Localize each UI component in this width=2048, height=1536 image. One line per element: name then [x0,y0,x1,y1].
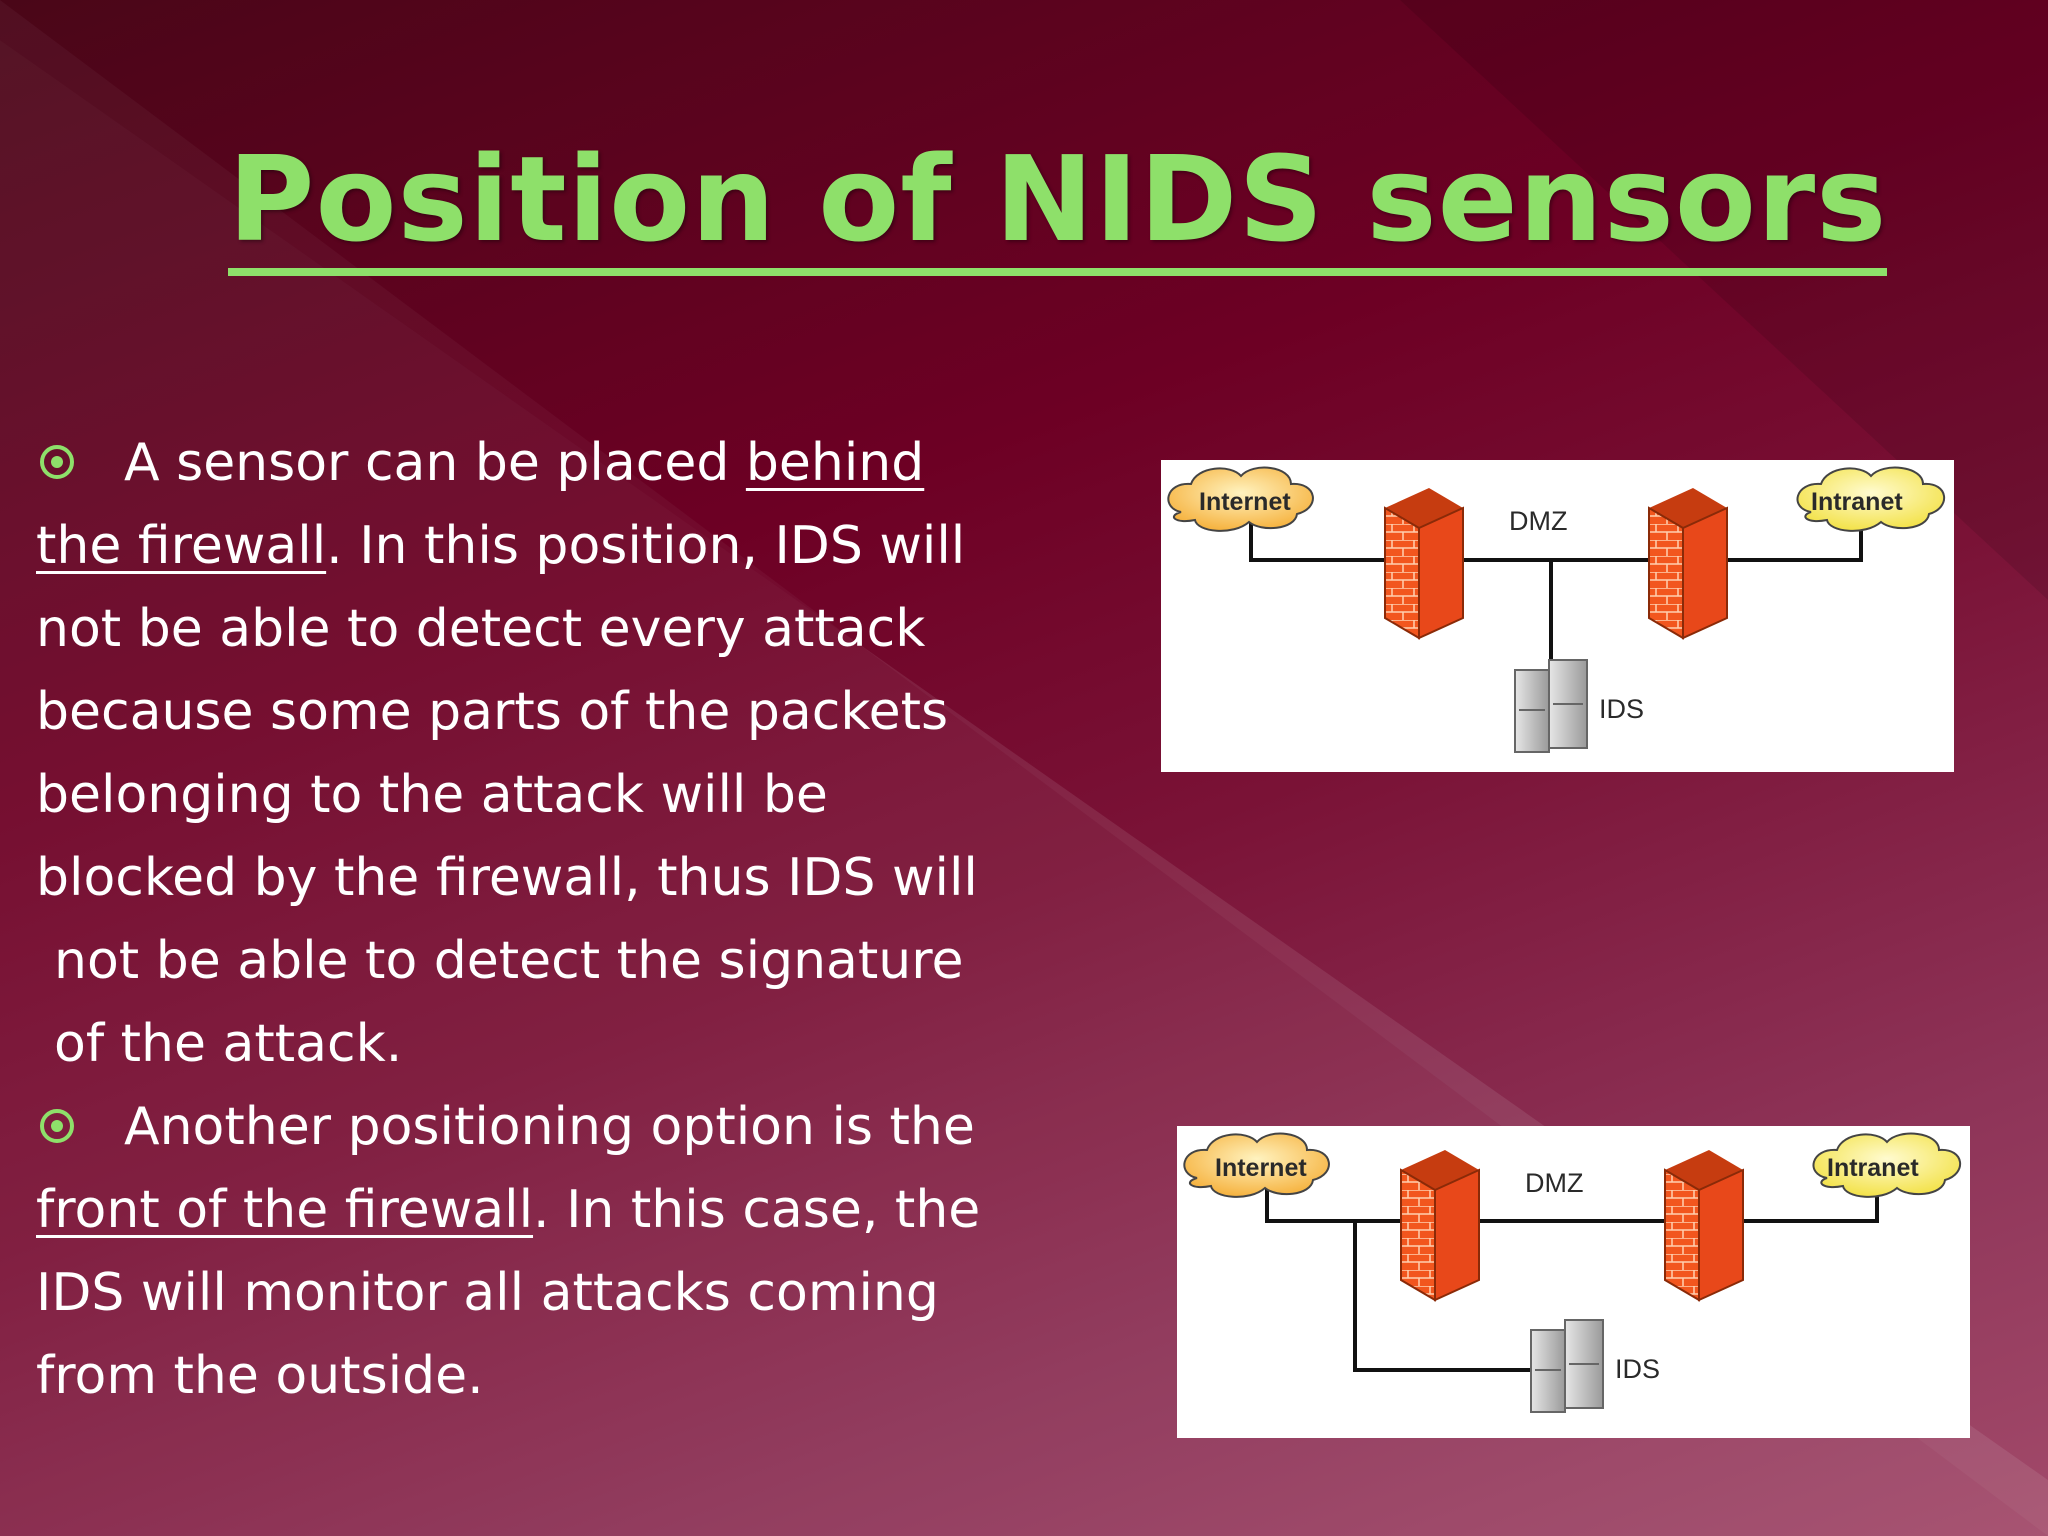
diagram-2-dmz-label: DMZ [1525,1168,1583,1198]
bullet-1-underline-firewall: the firewall [36,516,327,576]
bullet-1-line-3: not be able to detect every attack [36,599,926,659]
bullet-1-underline-behind: behind [745,433,925,493]
bullet-1-line-1: A sensor can be placed [124,433,746,493]
diagram-1-dmz-label: DMZ [1509,506,1567,536]
diagram-2-ids-label: IDS [1615,1354,1660,1384]
bullet-1-line-5: belonging to the attack will be [36,765,828,825]
internet-cloud-icon [1167,466,1314,532]
bullet-1-line-6: blocked by the firewall, thus IDS will [36,848,978,908]
bullet-2-line-4: from the outside. [36,1346,484,1406]
firewall-left-icon [1384,488,1464,640]
bullet-2-line-2: . In this case, the [533,1180,981,1240]
bullet-1-text: A sensor can be placed behind the firewa… [36,422,1161,1418]
diagram-ids-behind-firewall: Internet Intranet DMZ IDS [1161,460,1954,772]
bullet-1-line-2: . In this position, IDS will [326,516,966,576]
diagram-1-ids-label: IDS [1599,694,1644,724]
diagram-1-internet-label: Internet [1199,488,1291,516]
firewall-right-icon [1664,1150,1744,1302]
diagram-ids-front-of-firewall: Internet Intranet DMZ IDS [1177,1126,1970,1438]
bullet-1-line-8: of the attack. [54,1014,403,1074]
bullet-1-line-4: because some parts of the packets [36,682,949,742]
diagram-2-intranet-label: Intranet [1827,1154,1919,1182]
bullet-2-line-1: Another positioning option is the [124,1097,975,1157]
firewall-right-icon [1648,488,1728,640]
intranet-cloud-icon [1812,1132,1962,1198]
intranet-cloud-icon [1796,466,1946,532]
bullet-1-marker [40,445,74,479]
bullet-2-marker [40,1109,74,1143]
ids-server-icon [1530,1319,1604,1413]
firewall-left-icon [1400,1150,1480,1302]
diagram-2-internet-label: Internet [1215,1154,1307,1182]
ids-server-icon [1514,659,1588,753]
slide-title: Position of NIDS sensors [228,140,1888,276]
diagram-2-svg: Internet Intranet DMZ IDS [1183,1132,1962,1413]
diagram-1-svg: Internet Intranet DMZ IDS [1167,466,1946,753]
bullet-2-underline-front: front of the firewall [36,1180,534,1240]
bullet-1-line-7: not be able to detect the signature [54,931,964,991]
internet-cloud-icon [1183,1132,1330,1198]
bullet-2-line-3: IDS will monitor all attacks coming [36,1263,939,1323]
diagram-1-intranet-label: Intranet [1811,488,1903,516]
